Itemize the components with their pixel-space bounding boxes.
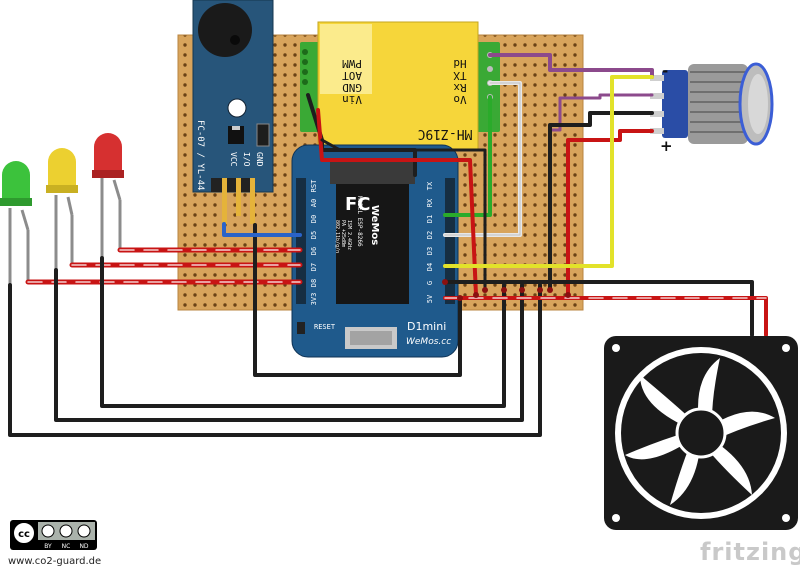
sensor-pin-tx: TX xyxy=(453,69,467,82)
button-minus-label: - xyxy=(662,62,668,80)
board-name: D1mini xyxy=(407,320,446,333)
board-pins-right: TX RX D1 D2 D3 D4 G 5V xyxy=(426,181,434,303)
pin-d7: D7 xyxy=(310,263,318,271)
board-pins-left: RST A0 D0 D5 D6 D7 D8 3V3 xyxy=(310,179,318,305)
pin-d0: D0 xyxy=(310,215,318,223)
pin-d5: D5 xyxy=(310,231,318,239)
sensor-pin-aot: AOT xyxy=(342,69,362,82)
wire-purple-sensor-hd xyxy=(488,53,654,79)
pin-3v3: 3V3 xyxy=(310,293,318,306)
board-url: WeMos.cc xyxy=(406,337,451,347)
sensor-pin-vin: Vin xyxy=(342,93,362,106)
footer-url: www.co2-guard.de xyxy=(8,556,102,567)
push-button xyxy=(650,62,774,146)
cc-by: BY xyxy=(44,543,52,550)
pin-g: G xyxy=(426,281,434,285)
led-green xyxy=(0,161,32,285)
board-model: MODEL ESP-8266 xyxy=(356,196,363,247)
sensor-pin-gnd: GND xyxy=(342,81,362,94)
cc-nd: ND xyxy=(79,543,88,550)
pin-d4: D4 xyxy=(426,263,434,271)
sensor-pin-rx: Rx xyxy=(453,81,467,94)
wire-black-gnd-red xyxy=(100,256,506,408)
fan xyxy=(604,336,798,530)
pin-d6: D6 xyxy=(310,247,318,255)
board-brand: WeMos xyxy=(369,205,380,245)
sensor-pin-vo: Vo xyxy=(453,93,466,106)
board-reset-label: RESET xyxy=(314,323,336,331)
sensor-pin-pwm: PWM xyxy=(342,57,362,70)
pin-5v: 5V xyxy=(426,294,434,303)
wire-black-gnd-green xyxy=(8,283,542,437)
buzzer-module xyxy=(192,0,274,193)
pin-d2: D2 xyxy=(426,231,434,239)
wire-yellow-button xyxy=(443,75,654,268)
wire-green-sensor-rx xyxy=(443,95,492,217)
sensor-label: MH-Z19C xyxy=(418,126,473,141)
wire-blue-buzzer-io xyxy=(222,222,302,237)
co2-sensor-module xyxy=(300,21,500,151)
wires xyxy=(8,53,768,437)
wire-black-fan xyxy=(443,280,754,337)
sensor-pin-hd: Hd xyxy=(453,57,466,70)
fcc-logo: FC xyxy=(345,194,371,215)
led-red xyxy=(92,133,124,258)
pin-tx: TX xyxy=(426,181,434,190)
led-yellow xyxy=(46,148,78,270)
wire-black-gnd-yellow xyxy=(54,268,524,422)
buzzer-pin-vcc: VCC xyxy=(229,152,238,167)
buzzer-label: FC-07 / YL-44 xyxy=(195,120,205,190)
pin-d1: D1 xyxy=(426,215,434,223)
wire-junctions xyxy=(442,279,571,301)
cc-license-badge: cc BY NC ND xyxy=(10,520,97,550)
board-module-line-3: 802.11b/g/n xyxy=(334,220,340,253)
board-header-pads xyxy=(296,178,455,304)
buzzer-pin-legs xyxy=(222,178,255,224)
pin-rst: RST xyxy=(310,179,318,192)
button-plus-label: + xyxy=(660,137,673,155)
wire-red-sensor-vin xyxy=(316,108,478,297)
cc-nc: NC xyxy=(62,543,71,550)
d1-mini-board xyxy=(291,144,459,358)
wire-black-buzzer-gnd xyxy=(253,223,462,377)
fritzing-logo: fritzing xyxy=(700,538,800,566)
pin-d8: D8 xyxy=(310,279,318,287)
buzzer-pin-gnd: GND xyxy=(255,152,264,167)
pin-a0: A0 xyxy=(310,199,318,207)
board-module-line-1: ISM 2.4GHz xyxy=(346,220,352,250)
pin-d3: D3 xyxy=(426,247,434,255)
cc-label: cc xyxy=(18,529,30,540)
buzzer-pin-io: I/O xyxy=(242,152,251,167)
wire-red-button xyxy=(566,129,654,297)
board-module-line-2: PA +25dBm xyxy=(340,220,346,247)
wire-black-sensor-gnd-2 xyxy=(320,138,487,292)
pin-rx: RX xyxy=(426,198,434,207)
